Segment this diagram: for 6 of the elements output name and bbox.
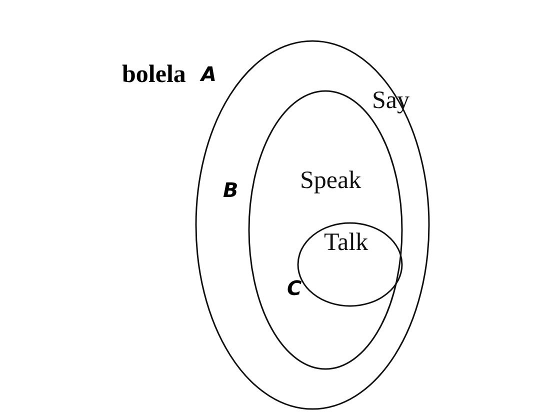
set-label: Talk [324, 230, 368, 255]
set-letter: B [223, 180, 238, 200]
diagram-title: bolela [122, 62, 186, 87]
set-letter: A [201, 64, 216, 84]
set-letter: C [287, 278, 302, 298]
set-label: Speak [300, 168, 362, 193]
